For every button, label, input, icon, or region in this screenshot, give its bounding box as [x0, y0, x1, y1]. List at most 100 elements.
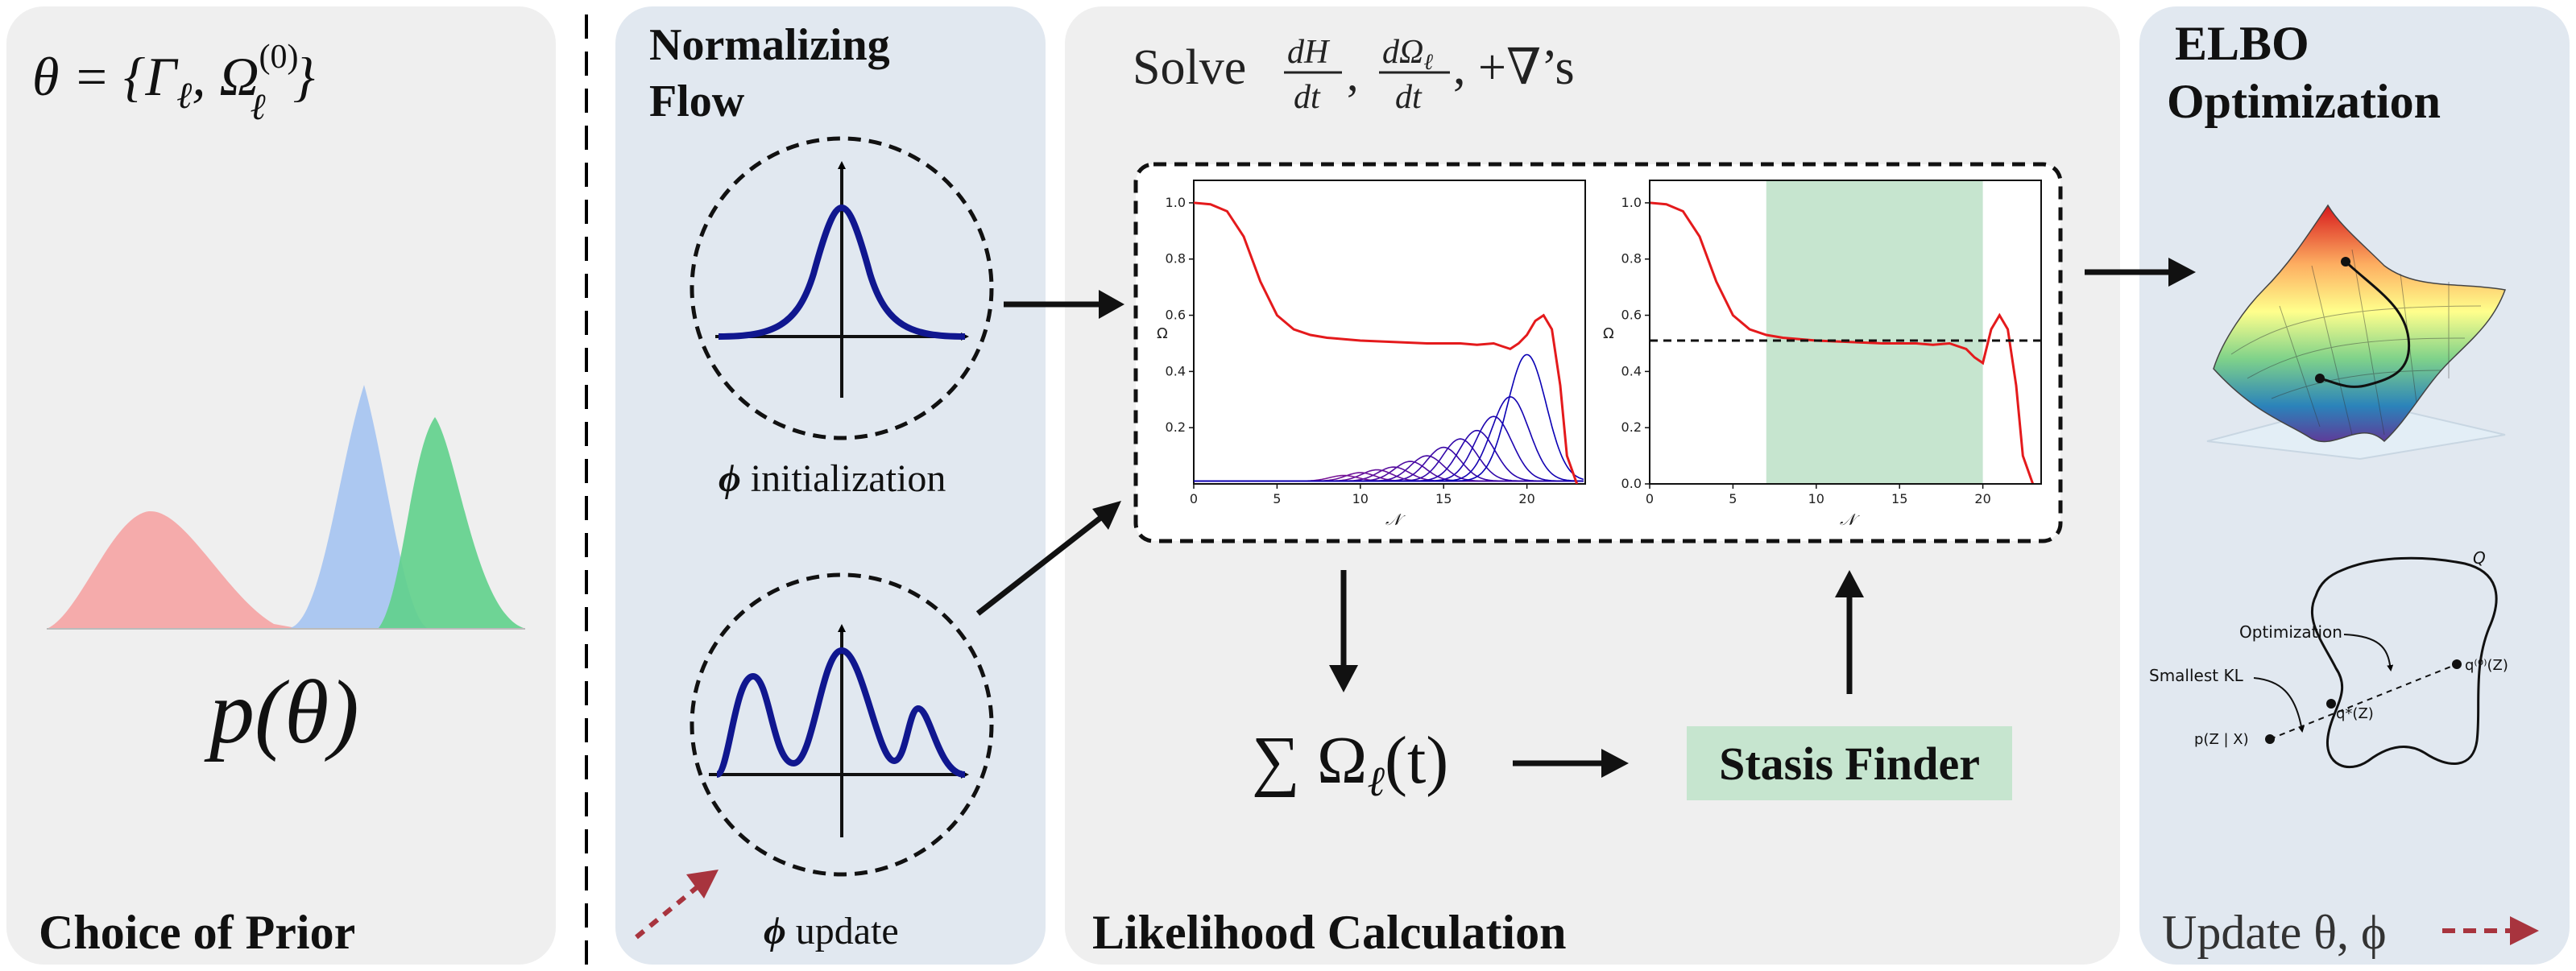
p-theta-label: p(θ)	[204, 663, 359, 762]
theta-sup: (0)	[259, 39, 299, 76]
chart2-stasis-region	[1766, 180, 1983, 484]
x-tick-label: 10	[1352, 491, 1369, 506]
solve-tail: , +∇’s	[1453, 40, 1575, 95]
x-tick-label: 5	[1729, 491, 1737, 506]
y-tick-label: 1.0	[1621, 195, 1642, 210]
solve-equation: Solve dH dt , dΩℓ dt , +∇’s	[1133, 34, 1575, 116]
kl-path	[2269, 663, 2458, 740]
y-tick-label: 0.6	[1166, 308, 1186, 323]
y-tick-label: 0.2	[1166, 419, 1186, 435]
omega-sum: ∑ Ωℓ(t)	[1252, 723, 1448, 805]
update-text: update	[796, 910, 899, 952]
x-tick-label: 15	[1891, 491, 1907, 506]
optimization-trajectory	[2319, 260, 2411, 388]
arrow-update-to-chart	[975, 508, 1112, 616]
arrow-chart-to-sum-head	[1329, 665, 1358, 692]
optimization-label: Optimization	[2239, 622, 2342, 642]
init-gaussian	[718, 204, 966, 340]
y-tick-label: 0.6	[1621, 308, 1642, 323]
chart2-ylabel: Ω	[1603, 325, 1614, 342]
elbo-panel	[2139, 6, 2570, 965]
arrow-update-head	[1092, 501, 1121, 530]
chart1-omega-line	[1194, 201, 1579, 484]
elbo-feedback-arrowhead	[2510, 916, 2539, 945]
init-circle	[690, 136, 994, 440]
frac2-num: dΩℓ	[1382, 34, 1433, 75]
frac1-num: dH	[1287, 34, 1331, 71]
arrow-init-head	[1099, 290, 1124, 319]
prior-red-density	[48, 510, 296, 628]
chart2-ticks: 0 5 10 15 20 0.0 0.2 0.4 0.6 0.8 1.0	[1621, 195, 1991, 506]
prior-green-density	[379, 417, 524, 628]
flow-panel	[615, 6, 1046, 965]
x-tick-label: 10	[1808, 491, 1824, 506]
q0-point	[2452, 659, 2462, 669]
x-tick-label: 5	[1273, 491, 1281, 506]
arrow-to-elbo-head	[2168, 258, 2196, 287]
posterior-point	[2265, 734, 2275, 744]
x-tick-label: 15	[1435, 491, 1452, 506]
chart1-peak-family	[1194, 353, 1584, 482]
solve-word: Solve	[1133, 40, 1246, 95]
flow-title-line2: Flow	[649, 76, 745, 126]
q0-label: q⁽⁰⁾(Z)	[2465, 657, 2508, 674]
y-tick-label: 0.2	[1621, 419, 1642, 435]
variational-diagram: Q Optimization Smallest KL q⁽⁰⁾(Z) q*(Z)…	[2149, 548, 2508, 769]
q-label: Q	[2473, 548, 2486, 568]
svg-text:θ = {Γℓ, Ω(0)ℓ}: θ = {Γℓ, Ω(0)ℓ}	[32, 39, 315, 127]
theta-close: }	[293, 46, 315, 107]
update-feedback-arrowhead	[686, 870, 719, 899]
frac2-den: dt	[1395, 79, 1423, 116]
theta-sub1: ℓ	[176, 75, 193, 116]
component-curve	[1194, 353, 1584, 482]
loss-landscape-illustration	[2206, 204, 2507, 461]
frac1-den: dt	[1294, 79, 1321, 116]
elbo-title-line1: ELBO	[2175, 17, 2309, 70]
chart2-omega-line	[1650, 201, 2035, 484]
y-tick-label: 0.0	[1621, 476, 1642, 491]
prior-footer: Choice of Prior	[39, 906, 355, 959]
chart2-frame-outline	[1649, 180, 2042, 485]
theta-lhs: θ = {Γ	[32, 46, 178, 107]
phi-symbol: ϕ	[719, 457, 741, 500]
prior-densities	[47, 385, 525, 630]
flow-title-line1: Normalizing	[649, 20, 890, 70]
comma1: ,	[1347, 48, 1359, 101]
prior-blue-density	[290, 385, 427, 628]
x-tick-label: 0	[1190, 491, 1198, 506]
landscape-surface	[2213, 204, 2507, 443]
x-tick-label: 0	[1646, 491, 1654, 506]
init-label: ϕ initialization	[719, 457, 946, 500]
likelihood-footer: Likelihood Calculation	[1092, 906, 1566, 959]
y-tick-label: 1.0	[1166, 195, 1186, 210]
chart1-ylabel: Ω	[1157, 325, 1168, 342]
qstar-point	[2326, 699, 2336, 709]
y-tick-label: 0.8	[1621, 251, 1642, 267]
smallest-kl-pointer	[2253, 677, 2305, 733]
elbo-title-line2: Optimization	[2167, 75, 2441, 128]
trajectory-end	[2315, 374, 2325, 383]
optimization-pointer	[2343, 634, 2394, 671]
smallest-kl-label: Smallest KL	[2149, 666, 2244, 685]
variational-family-q	[2310, 556, 2498, 769]
init-distribution	[690, 136, 994, 440]
y-tick-label: 0.4	[1166, 363, 1186, 378]
update-circle	[690, 572, 994, 877]
elbo-footer: Update θ, ϕ	[2162, 906, 2387, 959]
update-label: ϕ update	[764, 910, 899, 952]
update-distribution	[690, 572, 994, 877]
posterior-label: p(Z | X)	[2194, 731, 2249, 748]
x-tick-label: 20	[1974, 491, 1990, 506]
update-multimodal	[714, 647, 966, 778]
chart1-frame	[1193, 180, 1586, 485]
y-tick-label: 0.4	[1621, 363, 1642, 378]
y-tick-label: 0.8	[1166, 251, 1186, 267]
init-text: initialization	[751, 457, 946, 500]
arrow-sum-to-stasis-head	[1601, 749, 1629, 778]
arrow-stasis-to-chart-head	[1835, 570, 1864, 597]
x-tick-label: 20	[1518, 491, 1534, 506]
chart1-ticks: 0 5 10 15 20 0.2 0.4 0.6 0.8 1.0	[1166, 195, 1535, 506]
theta-definition: θ = {Γℓ, Ω(0)ℓ}	[32, 39, 315, 127]
